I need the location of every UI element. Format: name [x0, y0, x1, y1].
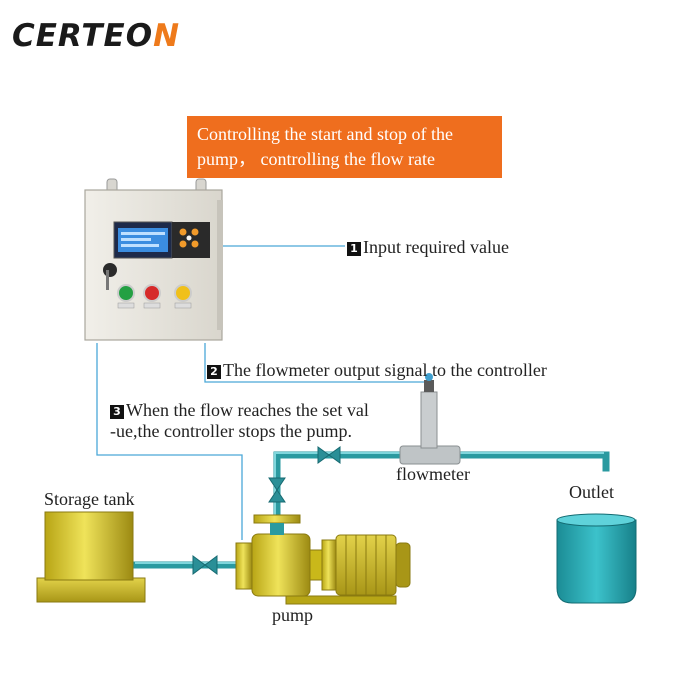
controller-cabinet	[84, 178, 223, 341]
wire-pump-stop	[96, 343, 243, 540]
flowmeter-label: flowmeter	[396, 464, 470, 484]
banner-line-1: Controlling the start and stop of the	[197, 124, 453, 144]
flowmeter	[399, 373, 461, 465]
step-1-number: 1	[347, 242, 361, 256]
brand-logo: CERTEON	[12, 18, 181, 54]
valves	[192, 446, 341, 575]
storage-tank-body	[44, 511, 134, 581]
valve-vertical	[268, 477, 286, 503]
step-3-number: 3	[110, 405, 124, 419]
start-button	[117, 284, 135, 302]
valve-suction	[192, 555, 218, 575]
keypad	[172, 222, 210, 258]
banner-line-2: pump， controlling the flow rate	[197, 149, 435, 169]
step-2-number: 2	[207, 365, 221, 379]
logo-accent-letter: N	[153, 18, 181, 54]
stop-button	[143, 284, 161, 302]
valve-top	[317, 446, 341, 464]
outlet-tank	[556, 513, 637, 604]
pause-button	[174, 284, 192, 302]
key-switch	[103, 263, 117, 277]
storage-tank-label: Storage tank	[44, 489, 135, 509]
title-banner: Controlling the start and stop of the pu…	[187, 116, 502, 178]
pump-assembly	[235, 514, 411, 605]
outlet-label: Outlet	[569, 482, 614, 502]
storage-tank	[36, 511, 146, 603]
pump-label: pump	[272, 605, 314, 625]
